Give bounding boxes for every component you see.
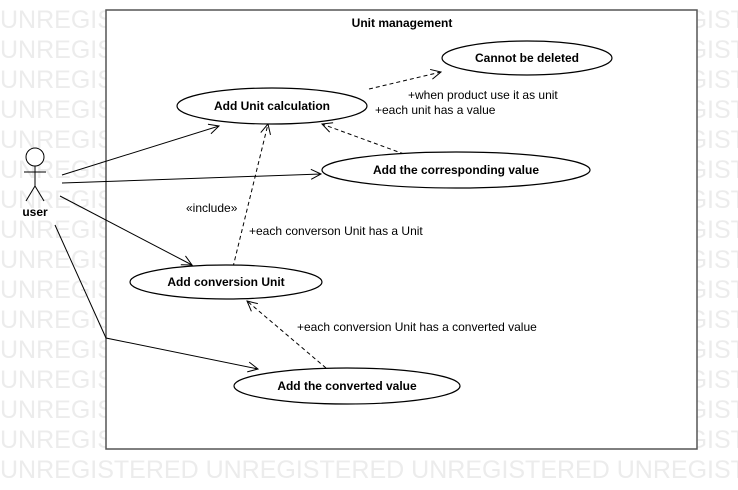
association-add-converted-value — [54, 224, 258, 369]
label-each-unit-value: +each unit has a value — [375, 103, 496, 117]
actor-label: user — [22, 205, 48, 219]
dependency-converted-to-conversion — [247, 301, 327, 369]
label-when-product-use: +when product use it as unit — [408, 88, 558, 102]
use-case-cannot-be-deleted[interactable]: Cannot be deleted — [441, 40, 613, 76]
label-each-conversion-unit: +each converson Unit has a Unit — [249, 224, 423, 238]
use-case-label: Cannot be deleted — [475, 51, 579, 65]
use-case-label: Add the converted value — [277, 379, 417, 393]
use-case-ellipse — [176, 87, 368, 125]
actor-user[interactable]: user — [22, 147, 48, 219]
association-add-unit-calculation — [61, 126, 219, 176]
use-case-add-conversion-unit[interactable]: Add conversion Unit — [129, 264, 323, 300]
use-case-label: Add Unit calculation — [214, 99, 330, 113]
use-case-add-converted-value[interactable]: Add the converted value — [233, 367, 461, 405]
actor-head — [25, 147, 45, 167]
use-case-add-corresponding-value[interactable]: Add the corresponding value — [321, 151, 591, 189]
actor-right-leg — [34, 185, 45, 202]
use-case-label: Add conversion Unit — [167, 275, 284, 289]
use-case-add-unit-calculation[interactable]: Add Unit calculation — [176, 87, 368, 125]
dependency-value-to-unit — [322, 124, 405, 155]
use-case-label: Add the corresponding value — [373, 163, 539, 177]
association-add-corresponding-value — [61, 174, 321, 184]
label-include: «include» — [186, 201, 238, 215]
system-boundary-title: Unit management — [352, 16, 453, 30]
dependency-to-cannot-be-deleted — [368, 72, 441, 90]
label-each-conversion-converted: +each conversion Unit has a converted va… — [297, 320, 537, 334]
actor-left-leg — [25, 185, 36, 202]
use-case-ellipse — [321, 151, 591, 189]
association-add-conversion-unit — [59, 195, 192, 265]
use-case-ellipse — [233, 367, 461, 405]
include-dependency — [232, 124, 268, 268]
use-case-ellipse — [441, 40, 613, 76]
use-case-ellipse — [129, 264, 323, 300]
